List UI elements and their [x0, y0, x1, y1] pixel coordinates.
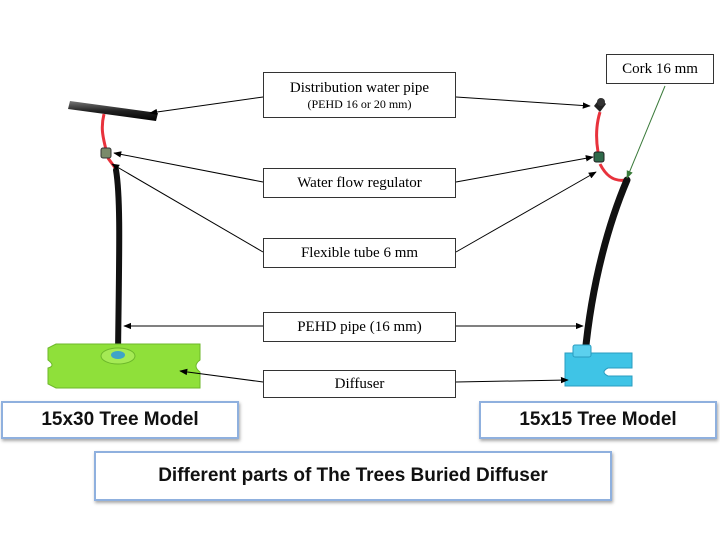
arrow-regulator-left: [113, 151, 264, 183]
arrow-diffuser-right: [455, 376, 569, 384]
left-pehd-pipe: [113, 167, 123, 358]
left-flexible-tube: [100, 113, 108, 151]
distribution-pipe-text: Distribution water pipe: [289, 80, 430, 96]
cork-label: Cork 16 mm: [606, 54, 714, 84]
arrow-cork: [626, 85, 666, 179]
right-flexible-tube: [595, 111, 602, 153]
distribution-pipe-subtext: (PEHD 16 or 20 mm): [307, 97, 412, 111]
annotation-arrows: [111, 85, 666, 384]
left-distribution-pipe: [68, 101, 158, 121]
right-diffuser: [564, 352, 633, 387]
left-model-title: 15x30 Tree Model: [1, 401, 239, 439]
left-water-regulator: [100, 147, 112, 159]
diffuser-label: Diffuser: [263, 370, 456, 398]
regulator-label: Water flow regulator: [263, 168, 456, 198]
arrow-flexible-right: [455, 171, 597, 253]
distribution-pipe-label: Distribution water pipe (PEHD 16 or 20 m…: [263, 72, 456, 118]
right-water-regulator: [593, 151, 605, 163]
flexible-tube-label: Flexible tube 6 mm: [263, 238, 456, 268]
pehd-pipe-label: PEHD pipe (16 mm): [263, 312, 456, 342]
right-pehd-pipe: [581, 176, 631, 359]
right-model-title: 15x15 Tree Model: [479, 401, 717, 439]
diagram-caption: Different parts of The Trees Buried Diff…: [94, 451, 612, 501]
arrow-distribution-left: [149, 96, 264, 116]
arrow-regulator-right: [455, 155, 594, 183]
left-tree-model: [47, 101, 201, 389]
right-cork: [597, 98, 605, 106]
arrow-distribution-right: [455, 96, 591, 109]
right-tree-model: [564, 98, 633, 387]
arrow-diffuser-left: [179, 368, 264, 383]
arrow-flexible-left: [111, 163, 264, 253]
left-diffuser: [47, 343, 201, 389]
